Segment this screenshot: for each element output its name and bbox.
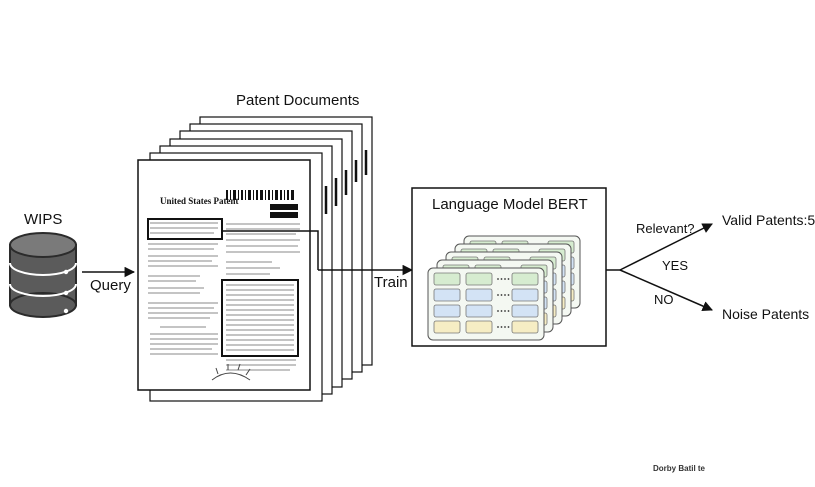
relevant-question: Relevant?: [636, 221, 695, 236]
highlight-box-abstract: [221, 279, 299, 357]
no-label: NO: [654, 292, 674, 307]
patent-drawing: [211, 363, 251, 381]
barcode: [226, 190, 294, 200]
page-edge-marks: [324, 150, 368, 214]
footer-text: Dorby Batil te: [653, 464, 706, 473]
patent-title: United States Patent: [160, 196, 239, 206]
query-label: Query: [90, 277, 131, 294]
database-icon: [9, 232, 77, 318]
valid-patents-label: Valid Patents:5: [722, 212, 815, 228]
front-patent-page: [137, 159, 311, 391]
patent-documents-label: Patent Documents: [236, 92, 360, 109]
wips-label: WIPS: [24, 211, 63, 228]
yes-label: YES: [662, 258, 689, 273]
bert-model-label: Language Model BERT: [432, 196, 588, 213]
highlight-box-abstract-title: [147, 218, 223, 240]
noise-patents-label: Noise Patents: [722, 306, 810, 322]
bert-stack-icon: [427, 235, 581, 341]
train-arrow: [222, 230, 414, 276]
patent-text-lines: [148, 222, 300, 371]
decision-arrows: [606, 223, 713, 312]
train-label: Train: [374, 274, 408, 291]
